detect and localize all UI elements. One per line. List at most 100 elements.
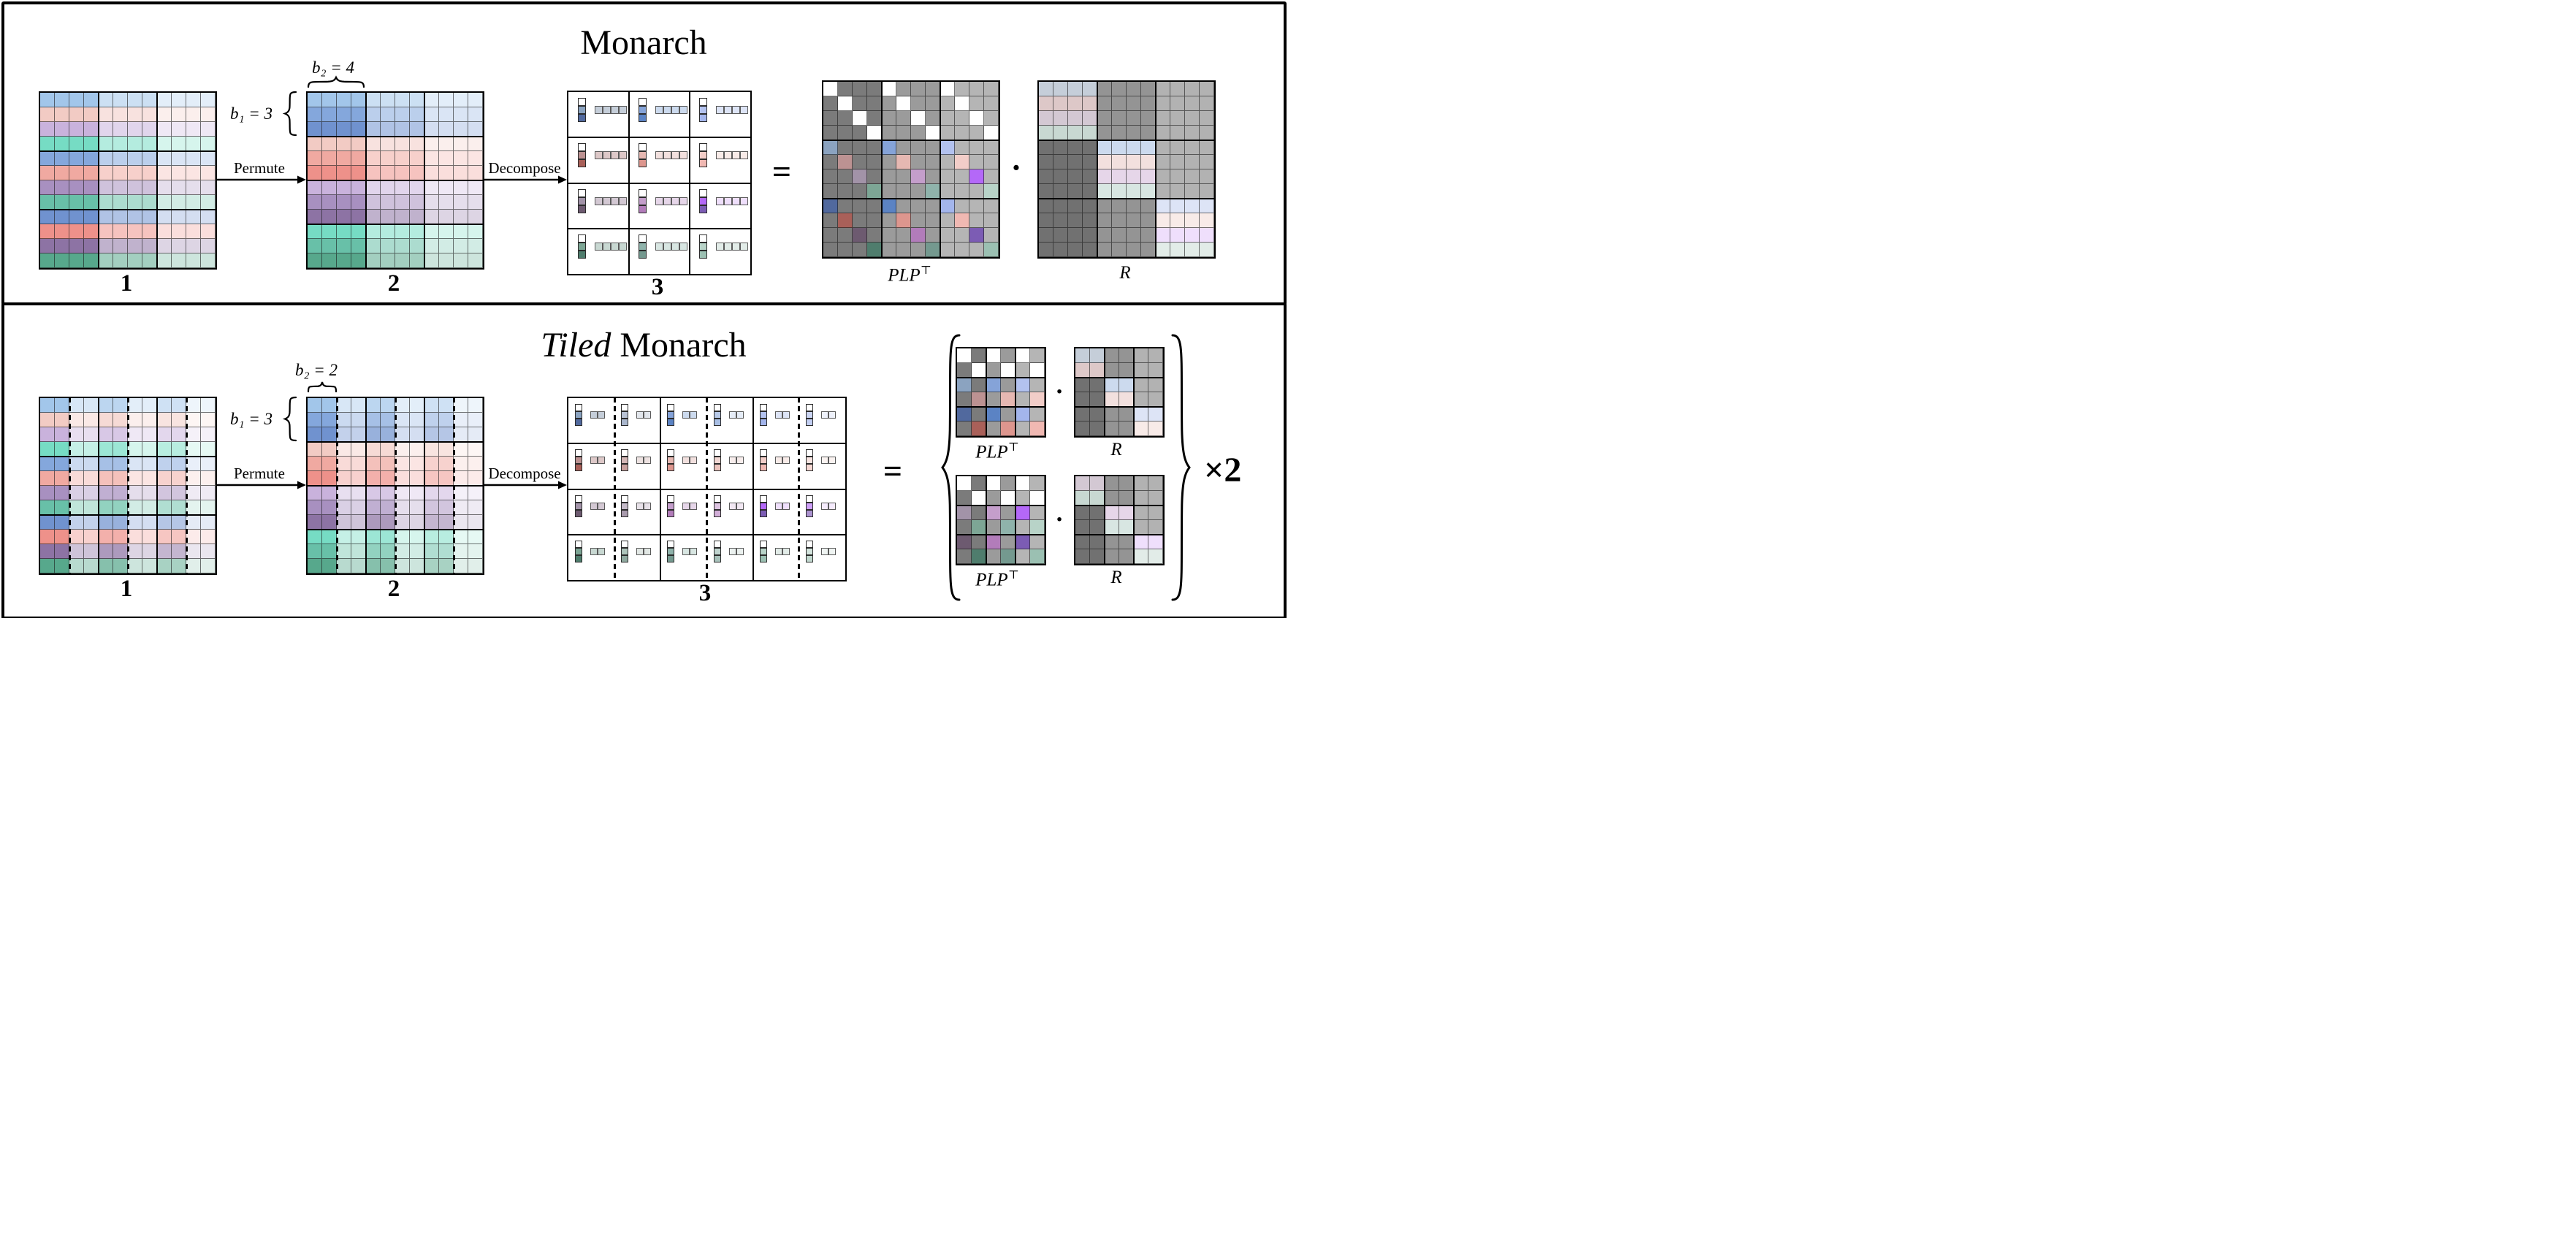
- matrix-cell: [40, 137, 55, 151]
- matrix-cell: [55, 427, 69, 442]
- matrix-cell: [113, 224, 128, 239]
- matrix-cell: [322, 137, 337, 151]
- matrix-cell: [1105, 535, 1119, 549]
- matrix-cell: [424, 210, 439, 224]
- matrix-cell: [957, 407, 972, 421]
- matrix-cell: [619, 242, 627, 251]
- matrix-cell: [468, 471, 483, 486]
- matrix-cell: [395, 180, 410, 195]
- matrix-cell: [142, 137, 157, 151]
- matrix-cell: [1156, 243, 1170, 257]
- matrix-cell: [759, 509, 767, 517]
- matrix-cell: [201, 151, 216, 166]
- matrix-cell: [395, 224, 410, 239]
- matrix-cell: [128, 195, 142, 210]
- matrix-cell: [882, 184, 896, 199]
- matrix-cell: [113, 486, 128, 500]
- step-label-1-bottom: 1: [120, 576, 133, 602]
- matrix-cell: [1068, 169, 1083, 184]
- matrix-cell: [603, 197, 611, 205]
- matrix-cell: [1075, 407, 1090, 421]
- matrix-cell: [351, 427, 366, 442]
- matrix-cell: [308, 398, 322, 413]
- matrix-cell: [736, 502, 744, 510]
- matrix-cell: [1039, 199, 1053, 213]
- matrix-cell: [1200, 111, 1214, 126]
- matrix-cell: [1148, 348, 1163, 363]
- matrix-cell: [667, 464, 675, 472]
- matrix-cell: [424, 224, 439, 239]
- matrix-cell: [1015, 348, 1030, 363]
- matrix-cell: [395, 137, 410, 151]
- matrix-cell: [157, 195, 172, 210]
- matrix-cell: [186, 122, 201, 137]
- matrix-cell: [940, 243, 955, 257]
- matrix-cell: [1030, 348, 1045, 363]
- matrix-cell: [867, 155, 882, 169]
- matrix-cell: [1090, 506, 1105, 520]
- matrix-cell: [911, 228, 926, 243]
- matrix-cell: [774, 547, 782, 555]
- matrix-cell: [639, 106, 647, 114]
- tile-divider-dashed: [185, 397, 188, 574]
- matrix-cell: [805, 457, 813, 465]
- matrix-cell: [172, 486, 186, 500]
- matrix-cell: [1148, 363, 1163, 378]
- matrix-cell: [882, 228, 896, 243]
- matrix-cell: [424, 500, 439, 515]
- matrix-cell: [805, 509, 813, 517]
- matrix-cell: [55, 471, 69, 486]
- matrix-cell: [395, 93, 410, 107]
- matrix-cell: [337, 224, 351, 239]
- matrix-cell: [1090, 378, 1105, 392]
- matrix-cell: [40, 107, 55, 122]
- matrix-cell: [940, 96, 955, 111]
- matrix-cell: [986, 491, 1001, 506]
- matrix-cell: [1170, 155, 1185, 169]
- matrix-cell: [639, 197, 647, 205]
- multiply-dot-tile2: ·: [1055, 506, 1064, 533]
- matrix-cell: [1105, 549, 1119, 564]
- matrix-cell: [896, 96, 911, 111]
- matrix-cell: [882, 111, 896, 126]
- matrix-cell: [172, 413, 186, 427]
- matrix-cell: [201, 515, 216, 530]
- matrix-cell: [142, 427, 157, 442]
- matrix-cell: [366, 253, 381, 268]
- matrix-cell: [955, 96, 969, 111]
- matrix-cell: [395, 413, 410, 427]
- matrix-cell: [940, 82, 955, 96]
- block-divider: [940, 82, 941, 257]
- matrix-cell: [84, 515, 99, 530]
- matrix-cell: [424, 166, 439, 180]
- matrix-cell: [1112, 155, 1127, 169]
- b2-label-bottom: b₂ = 2: [294, 361, 338, 379]
- matrix-cell: [1053, 126, 1068, 140]
- matrix-cell: [128, 442, 142, 457]
- matrix-cell: [157, 151, 172, 166]
- matrix-cell: [84, 93, 99, 107]
- matrix-cell: [1148, 535, 1163, 549]
- matrix-cell: [644, 502, 652, 510]
- matrix-cell: [410, 239, 424, 253]
- matrix-cell: [621, 540, 629, 548]
- matrix-cell: [882, 126, 896, 140]
- block-divider: [98, 398, 99, 573]
- matrix-cell: [157, 253, 172, 268]
- matrix-cell: [410, 107, 424, 122]
- matrix-cell: [972, 407, 986, 421]
- matrix-cell: [55, 166, 69, 180]
- matrix-cell: [1127, 228, 1141, 243]
- matrix-cell: [926, 96, 940, 111]
- matrix-cell: [969, 96, 984, 111]
- matrix-cell: [690, 457, 698, 465]
- matrix-cell: [128, 457, 142, 471]
- matrix-cell: [468, 107, 483, 122]
- matrix-cell: [157, 500, 172, 515]
- matrix-cell: [713, 419, 721, 426]
- matrix-cell: [639, 188, 647, 197]
- matrix-cell: [410, 471, 424, 486]
- matrix-cell: [1134, 491, 1148, 506]
- matrix-cell: [113, 471, 128, 486]
- matrix-cell: [1134, 476, 1148, 491]
